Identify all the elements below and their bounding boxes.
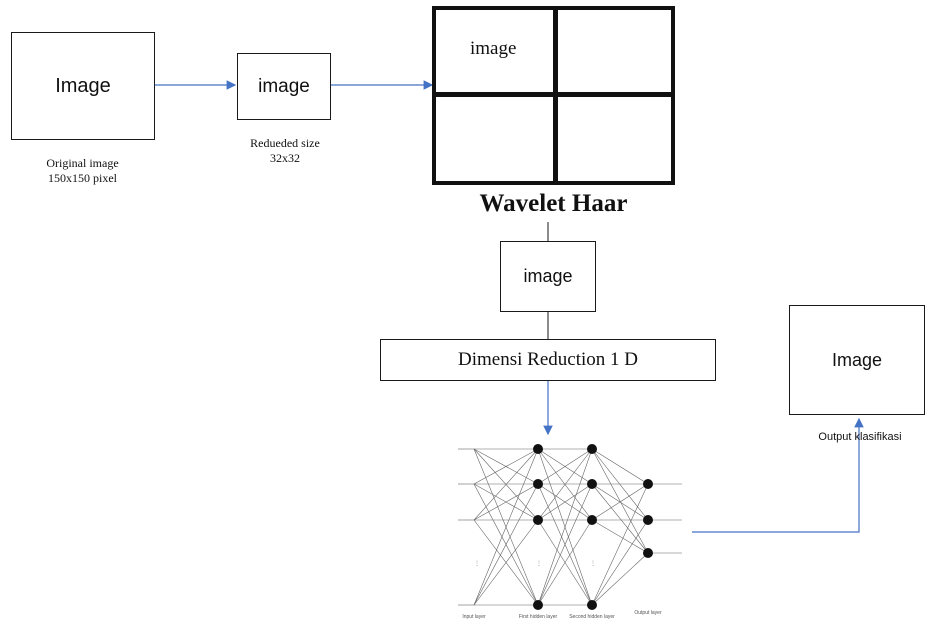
hidden1-node [533, 600, 543, 610]
input-to-hidden1-edge [473, 448, 539, 485]
dimension-reduction-label: Dimensi Reduction 1 D [458, 349, 638, 370]
wavelet-title: Wavelet Haar [479, 190, 628, 217]
output-node [643, 479, 653, 489]
reduced-image-caption: Redueded size 32x32 [225, 136, 345, 166]
hidden2-to-output-edge [591, 448, 649, 554]
hidden1-to-hidden2-edge [537, 483, 593, 521]
hidden2-node [587, 515, 597, 525]
hidden1-node [533, 444, 543, 454]
hidden2-to-output-edge [591, 552, 649, 606]
output-image-label: Image [831, 349, 883, 370]
arrow-network-to-output [692, 417, 864, 533]
network-nodes [533, 444, 653, 610]
wavelet-output-image-box: image [500, 241, 596, 312]
hidden2-node [587, 479, 597, 489]
hidden2-to-output-edge [591, 483, 649, 606]
original-caption-line1: Original image [46, 156, 119, 170]
hidden2-to-output-edge [591, 483, 649, 521]
hidden2-to-output-edge [591, 483, 649, 554]
hidden1-to-hidden2-edge [537, 448, 593, 485]
hidden2-node [587, 600, 597, 610]
output-node [643, 548, 653, 558]
network-connections [458, 448, 682, 606]
original-image-label: Image [55, 74, 111, 97]
hidden2-to-output-edge [591, 519, 649, 606]
hidden1-to-hidden2-edge [537, 483, 593, 606]
hidden1-to-hidden2-edge [537, 519, 593, 606]
network-layer-labels: Input layer First hidden layer Second hi… [462, 610, 662, 620]
layer-label-hidden1: First hidden layer [519, 614, 558, 620]
hidden1-to-hidden2-edge [537, 448, 593, 521]
layer-label-hidden2: Second hidden layer [569, 614, 615, 620]
hidden1-node [533, 479, 543, 489]
hidden2-to-output-edge [591, 519, 649, 554]
wavelet-cell-label: image [470, 38, 517, 59]
output-image-box: Image [789, 305, 925, 415]
output-caption: Output klasifikasi [818, 431, 902, 443]
original-image-box: Image [11, 32, 155, 140]
input-to-hidden1-edge [473, 448, 539, 606]
layer-label-input: Input layer [462, 614, 486, 620]
input-to-hidden1-edge [473, 448, 539, 521]
input-to-hidden1-edge [473, 519, 539, 606]
reduced-image-box: image [237, 53, 331, 120]
network-dots: ⋮ ⋮ ⋮ [474, 561, 596, 567]
input-to-hidden1-edge [473, 483, 539, 521]
output-node [643, 515, 653, 525]
hidden1-node [533, 515, 543, 525]
neural-network-diagram: ⋮ ⋮ ⋮ Input layer First hidden layer Sec… [458, 444, 682, 620]
reduced-caption-line1: Redueded size [250, 136, 320, 150]
ellipsis-mark: ⋮ [536, 561, 542, 567]
ellipsis-mark: ⋮ [474, 561, 480, 567]
ellipsis-mark: ⋮ [590, 561, 596, 567]
original-image-caption: Original image 150x150 pixel [20, 156, 145, 186]
original-caption-line2: 150x150 pixel [48, 171, 117, 185]
wavelet-haar-grid: image [432, 6, 675, 185]
reduced-image-label: image [258, 75, 310, 97]
layer-label-output: Output layer [634, 610, 662, 616]
wavelet-output-image-label: image [523, 266, 573, 286]
reduced-caption-line2: 32x32 [270, 151, 300, 165]
input-to-hidden1-edge [473, 483, 539, 606]
dimension-reduction-box: Dimensi Reduction 1 D [380, 339, 716, 381]
hidden2-to-output-edge [591, 448, 649, 521]
hidden1-to-hidden2-edge [537, 448, 593, 606]
hidden2-to-output-edge [591, 448, 649, 485]
hidden2-node [587, 444, 597, 454]
grid-horizontal-divider [436, 92, 671, 97]
